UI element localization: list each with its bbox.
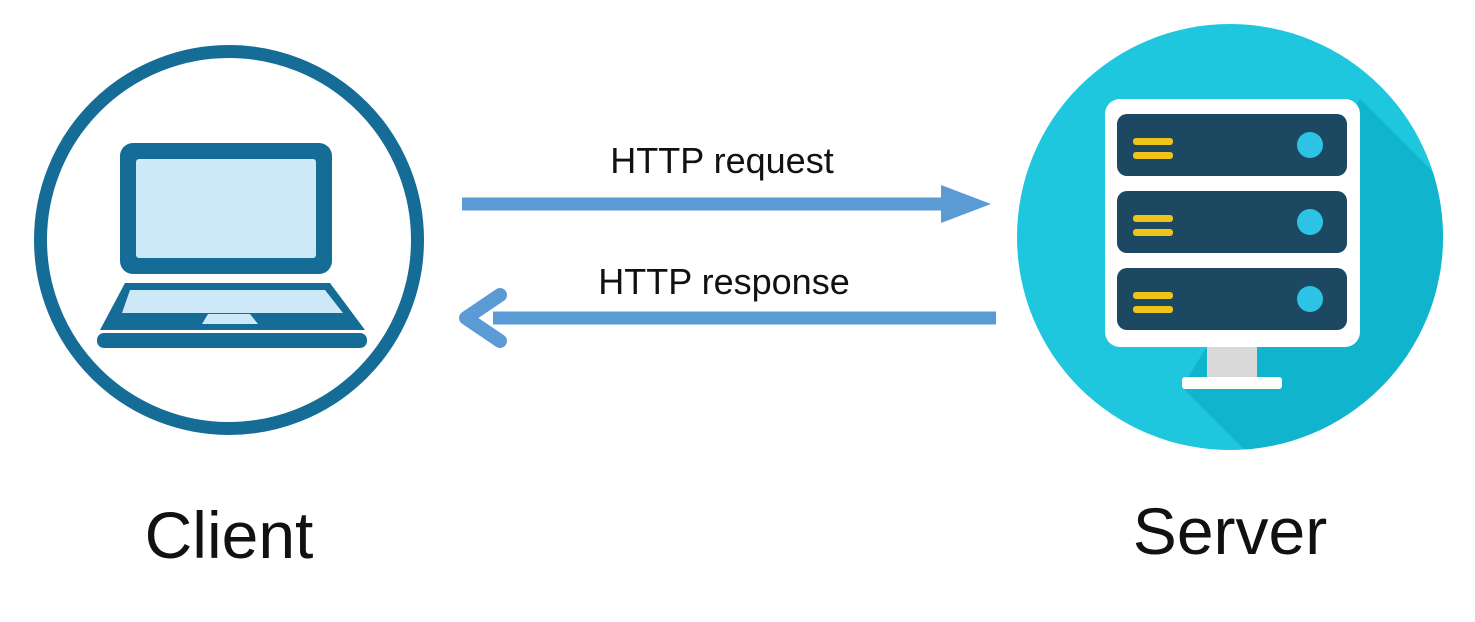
http-request-label: HTTP request <box>610 140 834 181</box>
server-stand-base <box>1182 377 1282 389</box>
http-response-label: HTTP response <box>598 261 850 302</box>
right-arrow-icon <box>462 185 991 223</box>
server-label: Server <box>1132 494 1328 568</box>
server-rack-icon <box>1017 24 1443 450</box>
client-label: Client <box>144 498 314 572</box>
server-rack-unit <box>1117 268 1347 330</box>
laptop-base <box>97 333 367 348</box>
laptop-keyboard <box>122 290 343 313</box>
server-rack-unit <box>1117 191 1347 253</box>
laptop-touchpad <box>202 314 258 324</box>
server-long-shadow <box>1182 99 1443 450</box>
laptop-icon <box>97 143 367 348</box>
server-rack-unit <box>1117 114 1347 176</box>
left-arrow-icon <box>459 288 996 348</box>
laptop-screen <box>136 159 316 258</box>
